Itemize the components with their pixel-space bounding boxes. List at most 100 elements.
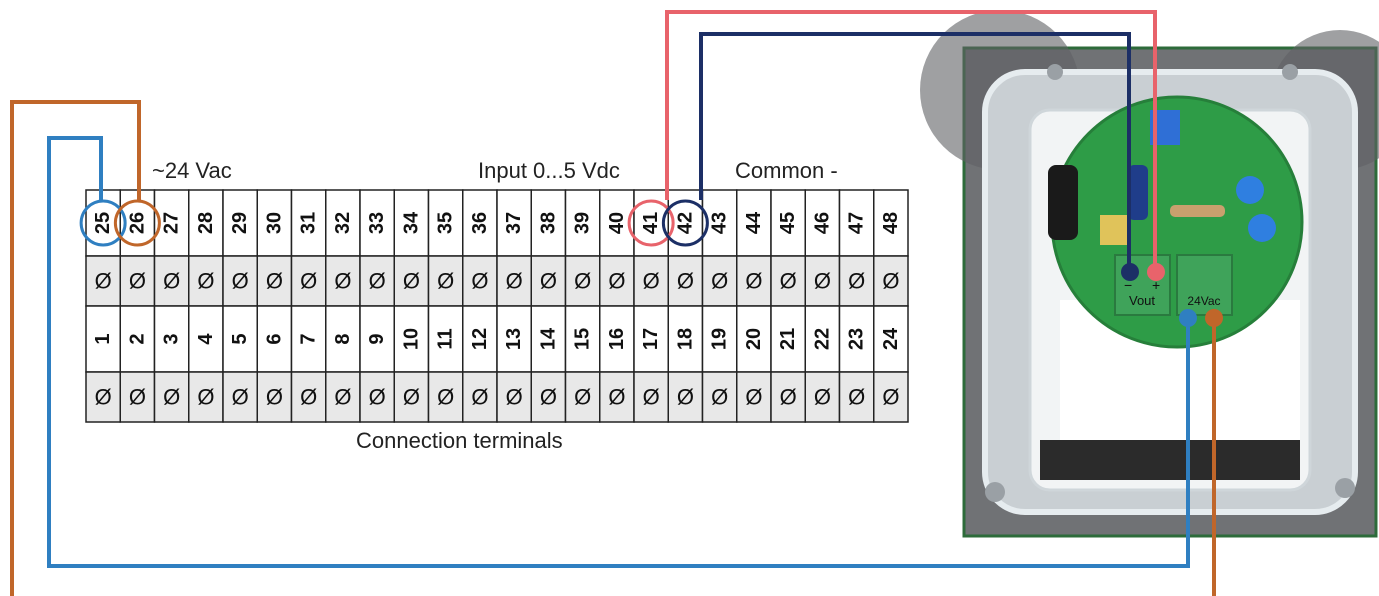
terminal-number: 28 bbox=[195, 212, 217, 234]
terminal-cell bbox=[85, 371, 121, 423]
terminal-cell bbox=[564, 371, 601, 423]
terminal-cell bbox=[873, 371, 909, 423]
screw-icon: Ø bbox=[814, 269, 831, 294]
terminal-number: 33 bbox=[366, 212, 388, 234]
terminal-number: 15 bbox=[572, 328, 594, 350]
screw-icon: Ø bbox=[197, 385, 214, 410]
vout-label: Vout bbox=[1129, 293, 1155, 308]
terminal-cell bbox=[393, 189, 430, 257]
terminal-cell bbox=[256, 371, 293, 423]
screw-icon: Ø bbox=[882, 385, 899, 410]
screw-icon: Ø bbox=[506, 385, 523, 410]
screw-icon: Ø bbox=[95, 385, 112, 410]
terminal-cell bbox=[736, 371, 772, 423]
screw-icon: Ø bbox=[506, 269, 523, 294]
terminal-cell bbox=[119, 305, 156, 373]
screw-icon: Ø bbox=[814, 385, 831, 410]
screw-icon: Ø bbox=[848, 269, 865, 294]
minus-label: − bbox=[1124, 277, 1132, 293]
terminal-number: 41 bbox=[640, 212, 662, 234]
terminal-number: 46 bbox=[811, 212, 833, 234]
terminal-cell bbox=[770, 371, 806, 423]
terminal-cell bbox=[222, 255, 258, 307]
terminal-cell bbox=[427, 305, 464, 373]
terminal-cell bbox=[325, 305, 361, 373]
screw-icon: Ø bbox=[163, 269, 180, 294]
terminal-number: 22 bbox=[811, 328, 833, 350]
screw-icon: Ø bbox=[437, 269, 454, 294]
terminal-number: 36 bbox=[469, 212, 491, 234]
terminal-cell bbox=[119, 371, 156, 423]
terminal-number: 27 bbox=[161, 212, 183, 234]
screw-icon: Ø bbox=[574, 385, 591, 410]
screw-icon: Ø bbox=[540, 269, 557, 294]
screw-icon: Ø bbox=[643, 385, 660, 410]
screw-icon: Ø bbox=[129, 385, 146, 410]
terminal-cell bbox=[873, 255, 909, 307]
screw-icon: Ø bbox=[608, 385, 625, 410]
terminal-cell bbox=[496, 371, 532, 423]
terminal-cell bbox=[633, 371, 669, 423]
terminal-cell bbox=[770, 305, 806, 373]
vac-label: 24Vac bbox=[1187, 294, 1220, 308]
screw-icon: Ø bbox=[780, 269, 797, 294]
terminal-cell bbox=[599, 371, 635, 423]
screw-icon: Ø bbox=[711, 269, 728, 294]
screw-icon: Ø bbox=[197, 269, 214, 294]
terminal-cell bbox=[325, 189, 361, 257]
screw-icon: Ø bbox=[643, 269, 660, 294]
terminal-number: 45 bbox=[777, 212, 799, 234]
wire-red bbox=[665, 10, 1157, 272]
terminal-cell bbox=[873, 305, 909, 373]
caption: Connection terminals bbox=[356, 428, 563, 453]
screw-icon: Ø bbox=[608, 269, 625, 294]
screw-icon: Ø bbox=[745, 385, 762, 410]
terminal-cell bbox=[530, 371, 567, 423]
terminal-cell bbox=[359, 371, 395, 423]
terminal-cell bbox=[393, 371, 430, 423]
terminal-cell bbox=[530, 189, 567, 257]
terminal-number: 10 bbox=[400, 328, 422, 350]
terminal-cell bbox=[667, 305, 704, 373]
terminal-number: 18 bbox=[674, 328, 696, 350]
terminal-number: 42 bbox=[674, 212, 696, 234]
terminal-number: 1 bbox=[92, 333, 114, 344]
screw-icon: Ø bbox=[266, 385, 283, 410]
terminal-cell bbox=[770, 189, 806, 257]
terminal-cell bbox=[873, 189, 909, 257]
screw-icon: Ø bbox=[163, 385, 180, 410]
vout-minus-dot bbox=[1121, 263, 1139, 281]
terminal-cell bbox=[222, 305, 258, 373]
terminal-cell bbox=[256, 189, 293, 257]
terminal-number: 29 bbox=[229, 212, 251, 234]
screw-icon: Ø bbox=[540, 385, 557, 410]
screw-icon: Ø bbox=[232, 385, 249, 410]
screw-icon: Ø bbox=[471, 269, 488, 294]
screw-icon: Ø bbox=[745, 269, 762, 294]
wire-orange bbox=[10, 100, 141, 596]
terminal-cell bbox=[496, 255, 532, 307]
screw-icon: Ø bbox=[369, 385, 386, 410]
terminal-number: 11 bbox=[435, 328, 457, 349]
terminal-cell bbox=[838, 371, 875, 423]
screw-icon: Ø bbox=[369, 269, 386, 294]
terminal-number: 16 bbox=[606, 328, 628, 350]
terminal-cell bbox=[599, 305, 635, 373]
terminal-number: 30 bbox=[263, 212, 285, 234]
terminal-number: 39 bbox=[572, 212, 594, 234]
terminal-cell bbox=[496, 305, 532, 373]
terminal-number: 25 bbox=[92, 212, 114, 234]
screw-icon: Ø bbox=[711, 385, 728, 410]
terminal-number: 13 bbox=[503, 328, 525, 350]
screw-icon: Ø bbox=[574, 269, 591, 294]
screw-icon: Ø bbox=[780, 385, 797, 410]
screw-icon: Ø bbox=[266, 269, 283, 294]
vac-terminal bbox=[1176, 254, 1233, 316]
terminal-number: 43 bbox=[709, 212, 731, 234]
screw-icon: Ø bbox=[300, 269, 317, 294]
input-label: Input 0...5 Vdc bbox=[478, 158, 620, 183]
vac-label: ~24 Vac bbox=[152, 158, 232, 183]
terminal-number: 20 bbox=[743, 328, 765, 350]
terminal-number: 40 bbox=[606, 212, 628, 234]
